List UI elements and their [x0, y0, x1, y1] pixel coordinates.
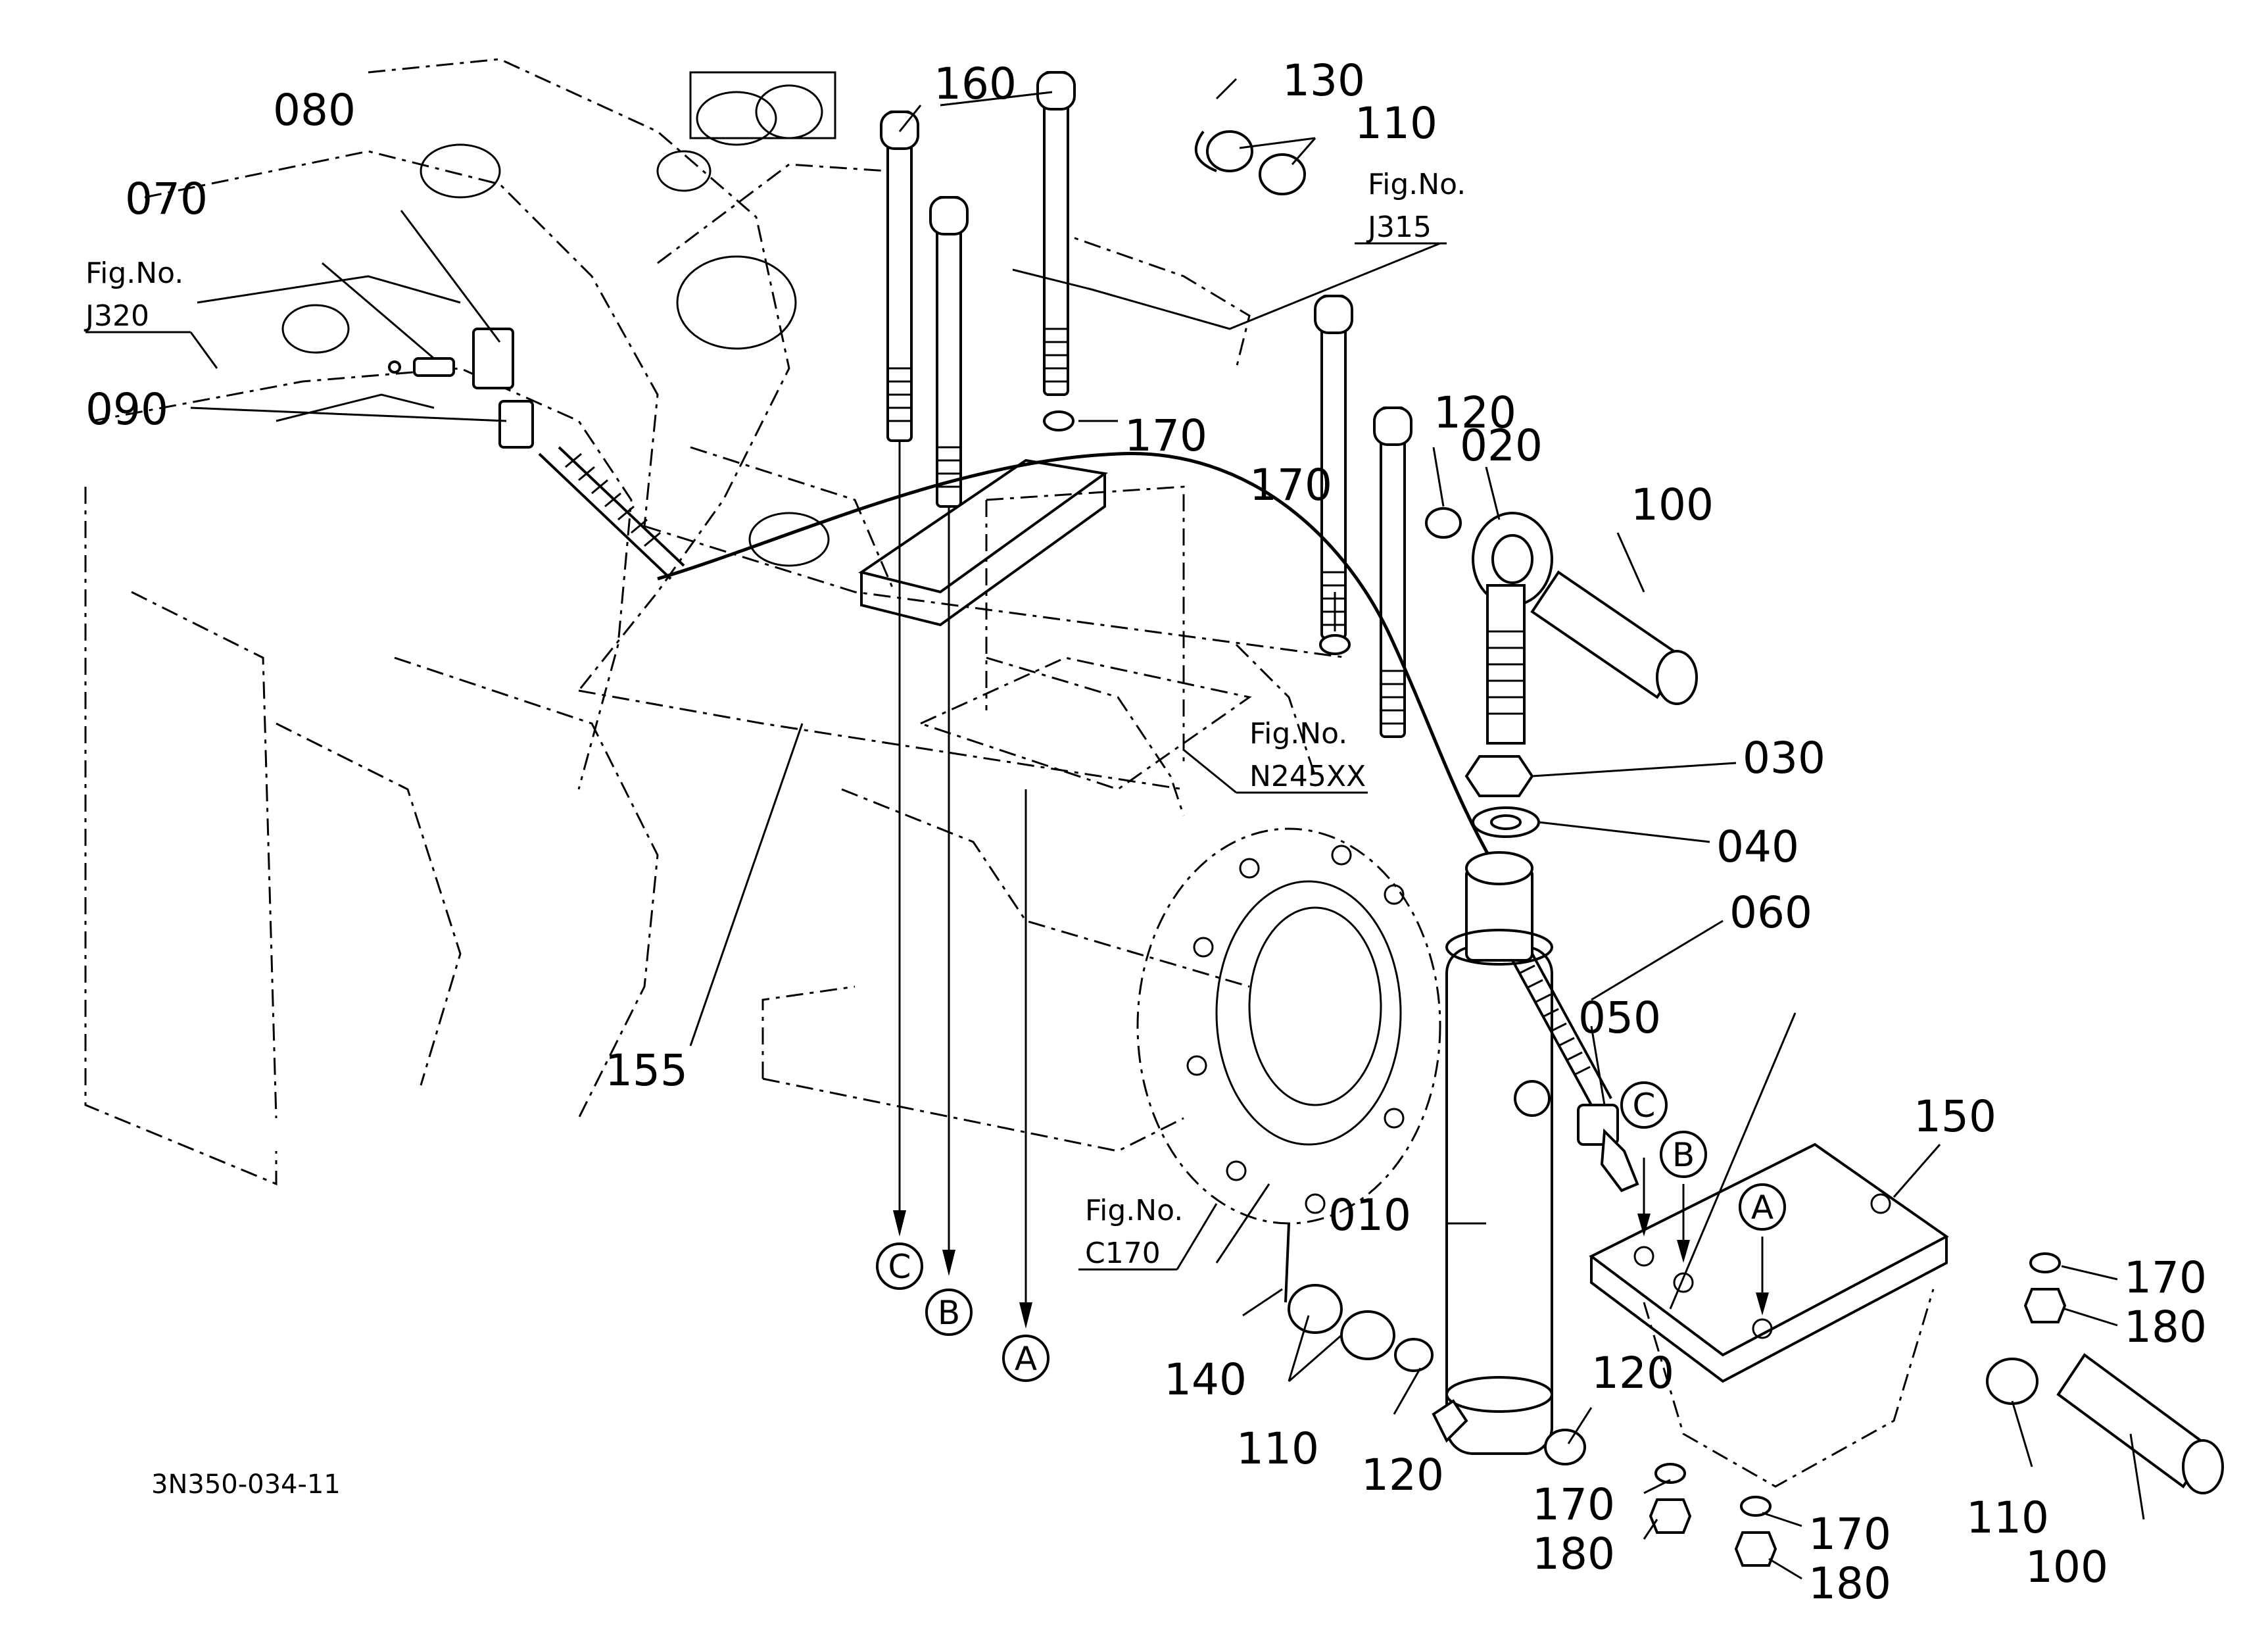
marker-c-right: C: [1633, 1087, 1656, 1125]
marker-b-left: B: [938, 1294, 960, 1332]
callout-070: 070: [125, 174, 208, 224]
callout-040: 040: [1716, 822, 1799, 872]
callout-050: 050: [1578, 993, 1661, 1043]
fig-references: Fig.No. J320 Fig.No. J315 Fig.No. N245XX…: [84, 168, 1466, 1270]
bolts-160: [880, 71, 1412, 738]
marker-c-left: C: [888, 1248, 911, 1286]
callout-170-top: 170: [1124, 410, 1207, 461]
callout-030: 030: [1743, 733, 1825, 783]
marker-b-right: B: [1672, 1136, 1695, 1174]
hose-155: [538, 446, 1514, 896]
fig-j315-code: J315: [1366, 210, 1432, 244]
callout-160: 160: [934, 59, 1017, 109]
callout-110-left: 110: [1236, 1423, 1319, 1474]
fig-c170-code: C170: [1085, 1237, 1161, 1270]
marker-circles: C B A C B A: [876, 1081, 1786, 1382]
callout-140: 140: [1164, 1354, 1247, 1405]
callout-120-mid: 120: [1591, 1348, 1674, 1398]
callout-100-top: 100: [1631, 479, 1714, 530]
fig-n245xx-prefix: Fig.No.: [1249, 717, 1347, 750]
marker-a-left: A: [1015, 1340, 1037, 1378]
callout-180-right: 180: [2124, 1302, 2207, 1352]
fig-j320-prefix: Fig.No.: [85, 257, 183, 290]
callout-180-br: 180: [1808, 1558, 1891, 1609]
rod-end-020: [1425, 507, 1553, 745]
callout-170-mid: 170: [1249, 460, 1332, 510]
axle-flange: [1136, 827, 1441, 1225]
fig-j315-prefix: Fig.No.: [1368, 168, 1466, 201]
diagram-code: 3N350-034-11: [151, 1469, 341, 1500]
pins-100: [1530, 570, 2224, 1494]
fig-j320-code: J320: [84, 299, 149, 333]
fittings: [388, 328, 534, 449]
callout-150: 150: [1914, 1091, 1996, 1142]
fig-n245xx-code: N245XX: [1249, 760, 1366, 793]
mount-bracket: [858, 458, 1252, 791]
cylinder-010: [1432, 851, 1553, 1455]
callout-170-bl: 170: [1532, 1479, 1615, 1530]
bracket-150: [1589, 1143, 1949, 1488]
fig-ref-underlines: [85, 242, 1447, 1271]
washers-170-nuts-180: [1043, 410, 2067, 1567]
callout-010: 010: [1328, 1190, 1411, 1241]
callout-060: 060: [1729, 887, 1812, 938]
callout-170-br: 170: [1808, 1509, 1891, 1560]
callout-090: 090: [85, 384, 168, 435]
hose-060: [1511, 953, 1639, 1192]
callout-170-right: 170: [2124, 1252, 2207, 1303]
leader-lines: [190, 78, 2145, 1580]
callout-labels: 010 020 030 040 050 060 070 080 090 100 …: [85, 55, 2207, 1609]
callout-020: 020: [1460, 420, 1543, 471]
callout-080: 080: [273, 85, 356, 135]
callout-100-bottom: 100: [2025, 1542, 2108, 1592]
callout-155: 155: [605, 1045, 688, 1096]
callout-120-top: 120: [1434, 387, 1516, 438]
marker-a-right: A: [1751, 1189, 1773, 1227]
assembly-lines: [893, 441, 1032, 1329]
bracket-arrows: [1637, 1158, 1769, 1315]
callout-110-right: 110: [1966, 1492, 2049, 1543]
washers-110: [1194, 130, 2039, 1465]
callout-180-bl: 180: [1532, 1529, 1615, 1579]
nut-washer: [1464, 755, 1540, 838]
callout-110-top: 110: [1355, 98, 1437, 149]
callout-120-bottom: 120: [1361, 1450, 1444, 1500]
transmission-housing: [84, 58, 1349, 1186]
callout-130: 130: [1282, 55, 1365, 106]
fig-c170-prefix: Fig.No.: [1085, 1194, 1183, 1227]
